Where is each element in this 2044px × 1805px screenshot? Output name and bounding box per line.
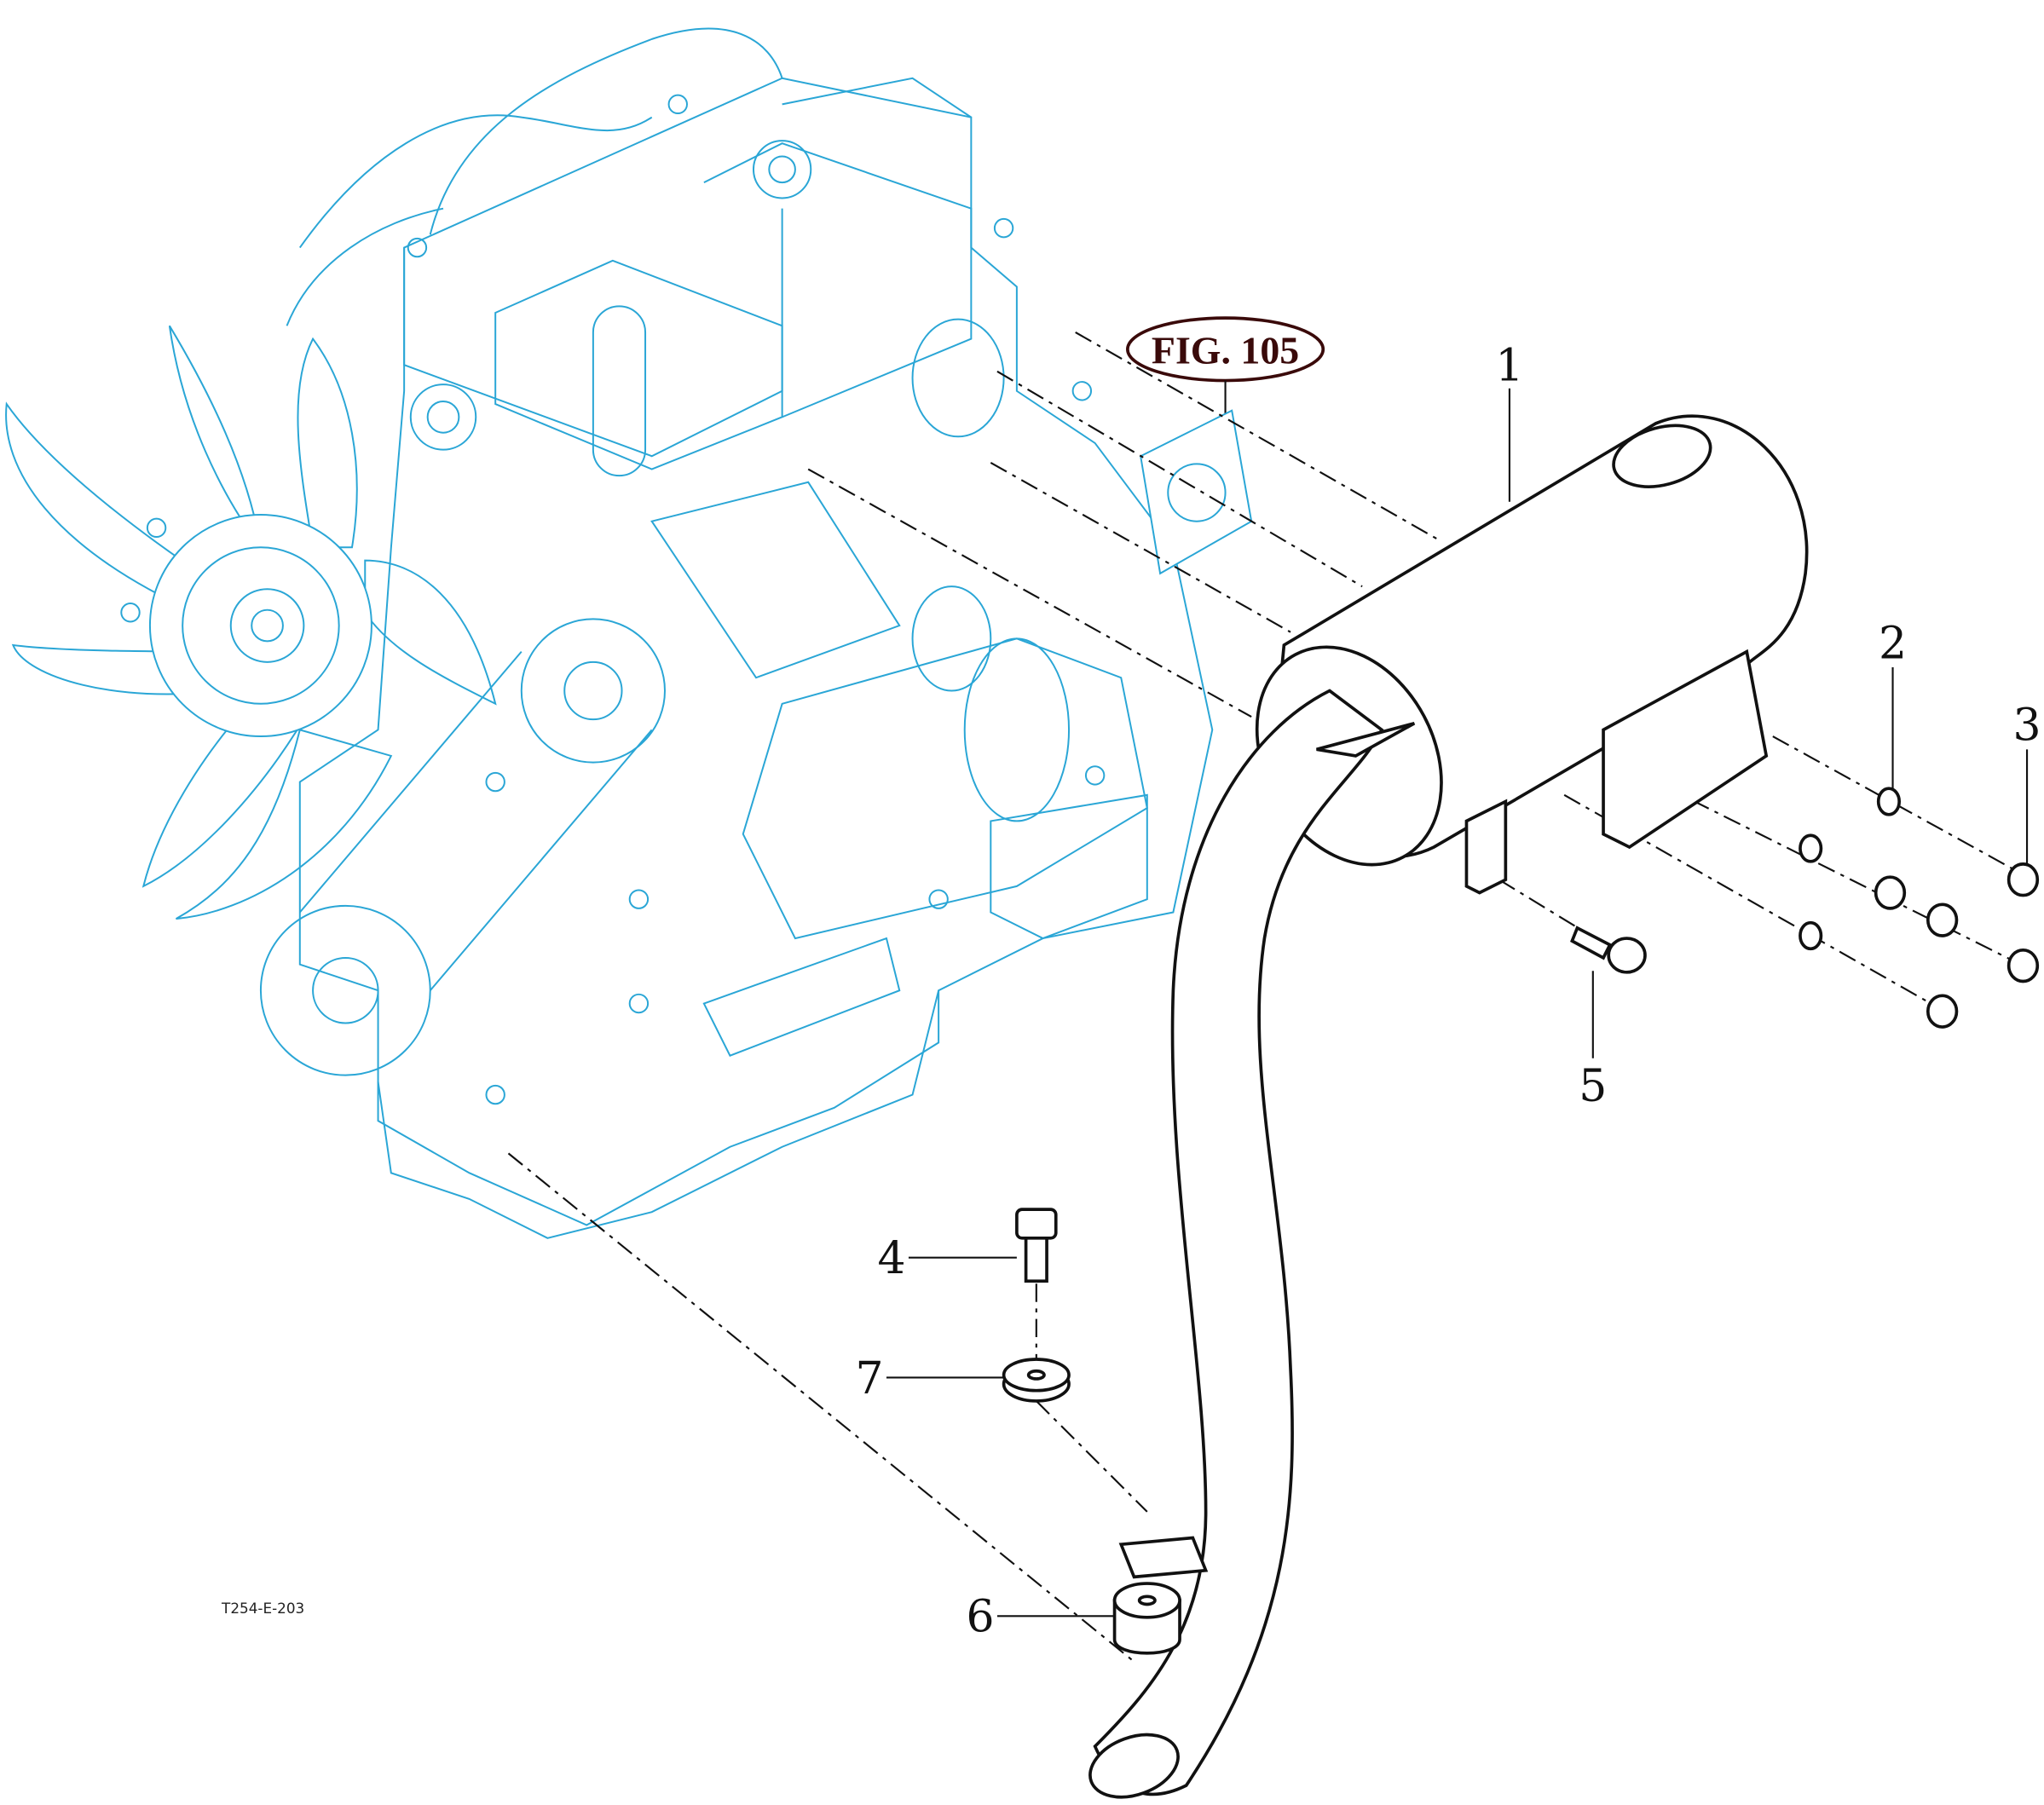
washer-part-7 <box>1002 1358 1071 1403</box>
svg-text:5: 5 <box>1579 1061 1607 1112</box>
svg-text:3: 3 <box>2013 701 2041 752</box>
svg-text:2: 2 <box>1879 618 1907 669</box>
svg-text:4: 4 <box>878 1233 906 1284</box>
callout-3[interactable]: 3 <box>2013 701 2041 864</box>
callout-2[interactable]: 2 <box>1879 618 1907 789</box>
drawing-code: T254-E-203 <box>221 1600 304 1617</box>
callout-1[interactable]: 1 <box>1495 341 1523 502</box>
engine-assembly <box>5 27 1214 1239</box>
cushion-part-6 <box>1112 1582 1181 1655</box>
bolt-part-5 <box>1570 926 1647 974</box>
gasket <box>1140 409 1253 575</box>
svg-text:6: 6 <box>967 1592 995 1643</box>
svg-text:1: 1 <box>1495 341 1523 392</box>
svg-text:7: 7 <box>856 1353 884 1404</box>
engine-bolts <box>120 94 1106 1105</box>
cooling-fan <box>5 325 497 920</box>
fig-reference-label: FIG. 105 <box>1152 329 1299 372</box>
callout-5[interactable]: 5 <box>1579 971 1607 1112</box>
callout-6[interactable]: 6 <box>967 1592 1115 1643</box>
fig-reference[interactable]: FIG. 105 <box>1126 316 1325 415</box>
nuts-part-3 <box>1874 862 2040 1029</box>
callout-4[interactable]: 4 <box>878 1233 1017 1284</box>
washers-part-2 <box>1799 787 1902 951</box>
bolt-part-4 <box>1015 1208 1058 1283</box>
callout-7[interactable]: 7 <box>856 1353 1004 1404</box>
